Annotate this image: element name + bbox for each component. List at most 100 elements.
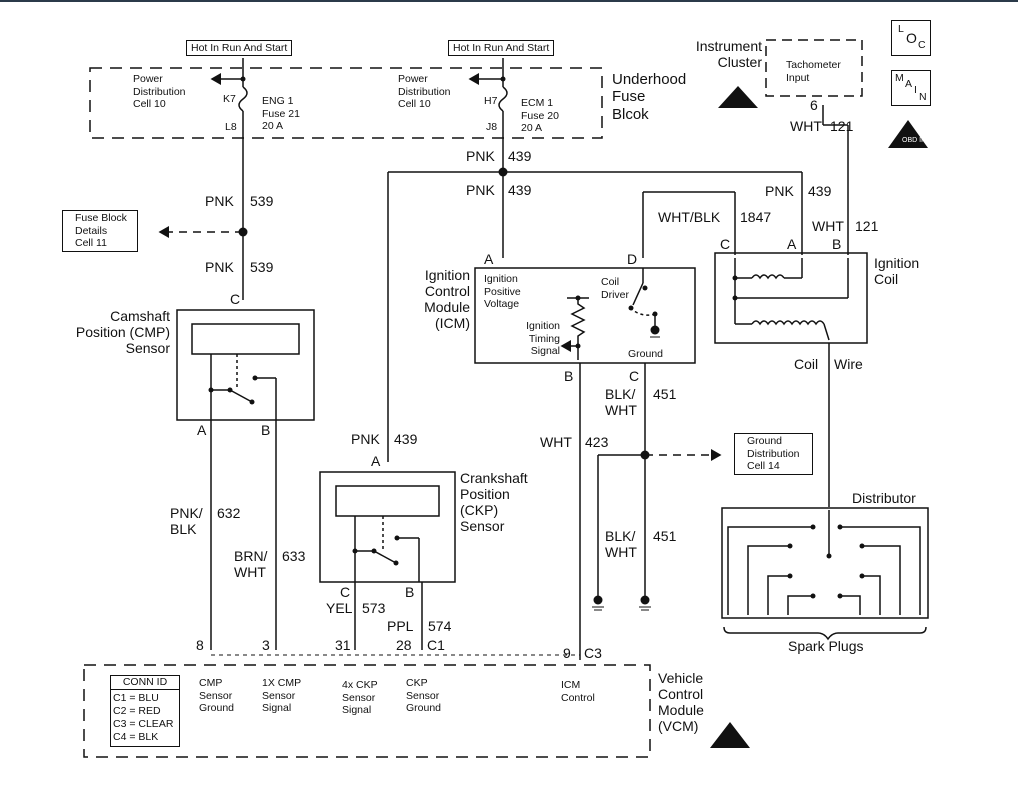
text: Distribution	[133, 85, 186, 98]
text: Cell 11	[75, 237, 107, 250]
text: (CKP)	[460, 502, 499, 519]
text: Sensor	[460, 518, 505, 535]
wire-color: BRN/ WHT	[234, 548, 267, 580]
text: Cell 10	[133, 98, 166, 111]
icm-pin-a: A	[484, 251, 494, 267]
text: Module	[658, 702, 704, 719]
text: Fuse 21	[262, 107, 300, 120]
coil-pin-b: B	[832, 236, 842, 252]
text: Power	[133, 73, 163, 85]
text: Ignition	[526, 320, 560, 332]
text: Ground	[406, 702, 442, 715]
fuse-20-label: ECM 1 Fuse 20 20 A	[521, 97, 559, 135]
text: Vehicle	[658, 670, 704, 686]
text: Coil	[601, 276, 620, 288]
wire-circuit: 451	[653, 386, 677, 402]
text: Signal	[530, 345, 560, 358]
text: Position	[460, 486, 510, 503]
cmp-pin-c: C	[230, 291, 241, 307]
text: 20 A	[521, 122, 543, 135]
text: Sensor	[199, 689, 233, 702]
wire-circuit: 439	[508, 182, 532, 198]
text: Cell 10	[398, 98, 431, 111]
text: Power	[398, 73, 428, 85]
power-dist-right: Power Distribution Cell 10	[398, 73, 451, 111]
wire-circuit: 633	[282, 548, 306, 564]
text: Fuse	[612, 88, 646, 106]
text: Control	[561, 691, 595, 704]
text: ENG 1	[262, 95, 294, 107]
text: Voltage	[484, 298, 520, 311]
wire-color: PNK	[205, 259, 234, 275]
icm-pin-b: B	[564, 368, 574, 384]
text: Sensor	[342, 691, 376, 704]
text: I	[914, 84, 917, 96]
coil-pin-c: C	[720, 236, 731, 252]
distributor-label: Distributor	[852, 490, 916, 506]
icm-label: Ignition Control Module (ICM)	[395, 267, 470, 331]
fuse-block-details-ref[interactable]: Fuse Block Details Cell 11	[62, 210, 138, 252]
text: Signal	[342, 704, 372, 717]
text: BLK/	[605, 528, 636, 544]
wire-color: PNK	[351, 431, 380, 447]
cmp-pin-b: B	[261, 422, 271, 438]
icm-pin-d: D	[627, 251, 638, 267]
conn-id-row: C1 = BLU	[113, 692, 159, 704]
text: A	[905, 78, 913, 90]
text: Tachometer	[786, 59, 841, 71]
text: Ignition	[424, 267, 470, 283]
text: Coil	[874, 271, 899, 288]
text: BLK/	[605, 386, 636, 402]
main-badge: M A I N	[891, 70, 931, 106]
wire-circuit: 632	[217, 505, 241, 521]
ckp-pin-a: A	[371, 453, 381, 469]
text: Fuse Block	[75, 212, 127, 224]
text: CMP	[199, 677, 223, 689]
text: BRN/	[234, 548, 268, 564]
text: (ICM)	[435, 315, 470, 332]
text: ECM 1	[521, 97, 554, 109]
text: WHT	[605, 402, 637, 419]
icm-coil-driver: Coil Driver	[601, 276, 629, 301]
power-dist-left: Power Distribution Cell 10	[133, 73, 186, 111]
text: Sensor	[125, 340, 170, 357]
text: Positive	[484, 285, 521, 298]
obd-ii-icon	[888, 120, 928, 148]
window-top-border	[0, 0, 1018, 2]
icm-pin-c: C	[629, 368, 640, 384]
hot-label-right: Hot In Run And Start	[448, 40, 555, 57]
fuse-pin-j8: J8	[486, 121, 498, 133]
text: Camshaft	[110, 308, 170, 324]
wire-color: BLK/ WHT	[605, 528, 637, 560]
ckp-pin-c: C	[340, 584, 351, 600]
conn-id-title: CONN ID	[111, 676, 179, 690]
cmp-pin-a: A	[197, 422, 207, 438]
vcm-conn-c1: C1	[427, 637, 445, 653]
text: Position (CMP)	[75, 324, 170, 341]
wire-color: PNK/ BLK	[170, 505, 203, 537]
text: Blcok	[612, 105, 649, 123]
icm-timing-signal: Ignition Timing Signal	[510, 320, 560, 358]
wire-circuit: 451	[653, 528, 677, 544]
text: Details	[75, 224, 108, 237]
ckp-pin-b: B	[405, 584, 415, 600]
text: O	[906, 30, 917, 46]
fuse-pin-h7: H7	[484, 95, 498, 107]
ground-distribution-ref[interactable]: Ground Distribution Cell 14	[734, 433, 813, 475]
loc-badge: L O C	[891, 20, 931, 56]
hot-label-left: Hot In Run And Start	[186, 40, 293, 57]
text: Sensor	[262, 689, 296, 702]
svg-text:OBD II: OBD II	[902, 137, 923, 144]
text: Control	[658, 686, 704, 703]
text: N	[919, 91, 927, 103]
text: Cluster	[717, 54, 762, 71]
instrument-cluster-label: Instrument Cluster	[680, 38, 762, 70]
text: WHT	[605, 544, 637, 561]
wire-circuit: 121	[830, 118, 854, 134]
wire-circuit: 539	[250, 259, 274, 275]
vcm-conn-c3: C3	[584, 645, 602, 661]
wire-circuit: 439	[508, 148, 532, 164]
text: Distribution	[398, 85, 451, 98]
text: M	[895, 72, 904, 84]
